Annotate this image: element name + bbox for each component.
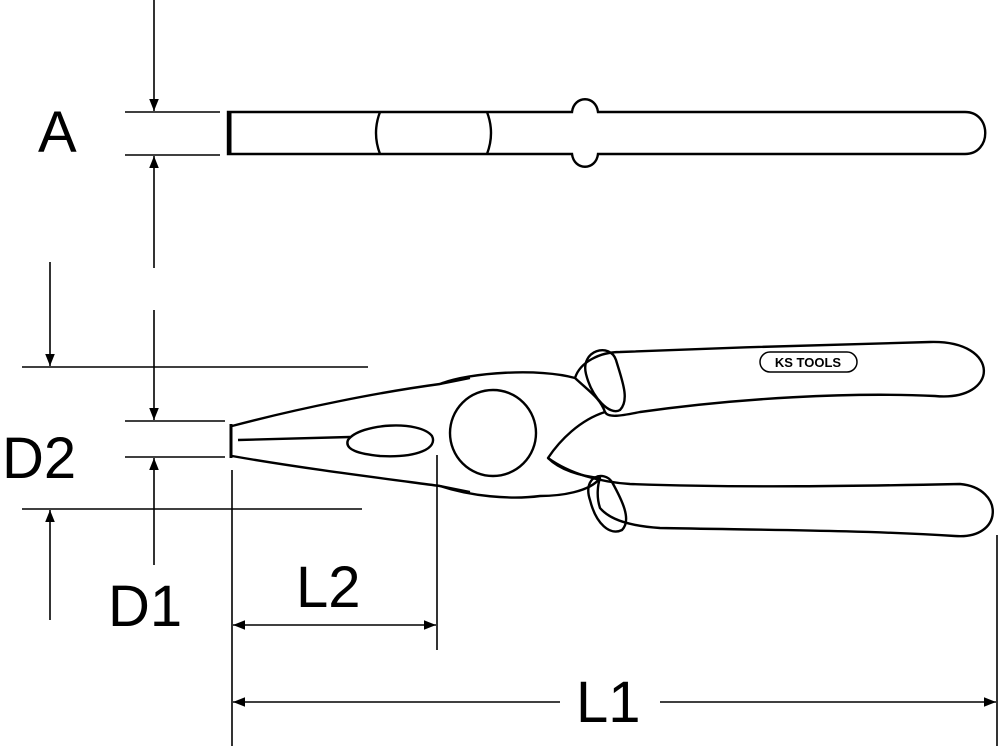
svg-text:KS TOOLS: KS TOOLS [775,355,842,370]
joint-body-outline [439,371,607,499]
pliers-side-view [229,340,994,538]
ks-tools-logo: KS TOOLS [759,351,858,373]
jaw-grip-line [237,435,351,442]
dimension-label-d2: D2 [2,426,76,491]
top-view-joint-right [485,111,493,155]
dimension-label-l1: L1 [576,670,641,735]
pivot-circle [448,388,538,478]
dimension-d2-d1 [22,262,368,620]
top-view-joint-left [374,111,382,155]
dimension-l2 [231,455,438,746]
dimension-a [125,0,220,268]
upper-finger-stop [584,349,626,413]
pliers-top-view [226,98,987,168]
top-view-body-outline [226,98,987,168]
label-l1-background [562,670,658,730]
lower-handle-outline [547,457,994,538]
dimension-label-a: A [38,100,77,165]
upper-handle-outline [573,340,985,417]
cutter-oval [346,424,435,458]
lower-finger-stop [587,474,628,533]
dimension-label-l2: L2 [296,555,361,620]
dimension-l1 [233,535,998,746]
jaw-outline [231,376,471,494]
dimension-label-d1: D1 [108,574,182,639]
